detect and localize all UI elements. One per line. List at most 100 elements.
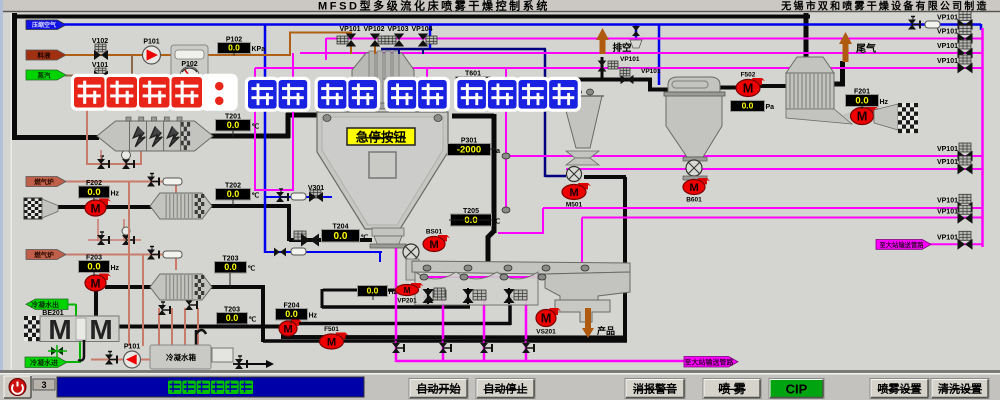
svg-text:M: M bbox=[91, 201, 101, 215]
svg-text:℃: ℃ bbox=[248, 265, 256, 273]
svg-text:燃气炉: 燃气炉 bbox=[34, 177, 54, 186]
svg-text:MFSD型多级流化床喷雾干燥控制系统: MFSD型多级流化床喷雾干燥控制系统 bbox=[318, 0, 550, 13]
svg-text:尾气: 尾气 bbox=[856, 42, 876, 55]
svg-text:M: M bbox=[429, 239, 438, 251]
svg-text:VP101: VP101 bbox=[937, 15, 958, 22]
svg-text:0.0: 0.0 bbox=[285, 309, 298, 319]
svg-text:0.0: 0.0 bbox=[87, 187, 100, 198]
svg-text:急停按钮: 急停按钮 bbox=[356, 130, 407, 145]
svg-text:T203: T203 bbox=[223, 256, 239, 263]
svg-text:Hz: Hz bbox=[111, 191, 120, 198]
svg-text:VP101: VP101 bbox=[937, 234, 958, 241]
svg-text:0.0: 0.0 bbox=[87, 262, 100, 273]
svg-text:0.0: 0.0 bbox=[855, 96, 868, 107]
svg-text:0.0: 0.0 bbox=[742, 101, 754, 111]
svg-text:至大站输送管路: 至大站输送管路 bbox=[879, 240, 924, 249]
svg-text:无锡市双和喷雾干燥设备有限公司制造: 无锡市双和喷雾干燥设备有限公司制造 bbox=[780, 0, 988, 13]
svg-text:℃: ℃ bbox=[493, 218, 501, 226]
svg-text:T202: T202 bbox=[225, 183, 241, 190]
svg-text:B601: B601 bbox=[686, 197, 702, 204]
svg-text:0.0: 0.0 bbox=[367, 286, 379, 296]
svg-text:产品: 产品 bbox=[597, 325, 615, 336]
svg-text:自动停止: 自动停止 bbox=[484, 382, 528, 396]
svg-text:冷凝水箱: 冷凝水箱 bbox=[166, 352, 196, 362]
svg-text:0.0: 0.0 bbox=[224, 262, 237, 272]
svg-text:0.0: 0.0 bbox=[227, 120, 240, 130]
svg-text:VP101: VP101 bbox=[339, 26, 360, 33]
svg-text:M: M bbox=[569, 187, 578, 199]
svg-text:料液: 料液 bbox=[38, 51, 52, 60]
svg-text:V301: V301 bbox=[308, 185, 324, 192]
svg-text:M: M bbox=[91, 276, 101, 290]
svg-text:冷凝水出: 冷凝水出 bbox=[31, 300, 59, 309]
svg-text:T601: T601 bbox=[465, 71, 481, 78]
svg-text:燃气炉: 燃气炉 bbox=[34, 250, 54, 259]
svg-text:压缩空气: 压缩空气 bbox=[32, 21, 56, 29]
svg-text:VP101: VP101 bbox=[937, 208, 958, 215]
svg-text:Hz: Hz bbox=[309, 313, 318, 320]
svg-text:VP102: VP102 bbox=[363, 26, 384, 33]
svg-text:P301: P301 bbox=[461, 138, 477, 145]
svg-text:M501: M501 bbox=[566, 202, 583, 209]
svg-text:VP101: VP101 bbox=[937, 146, 958, 153]
svg-text:P102: P102 bbox=[181, 61, 197, 68]
svg-text:至大站输送管路: 至大站输送管路 bbox=[685, 358, 735, 367]
svg-text:VP101: VP101 bbox=[937, 58, 958, 65]
svg-text:VP101: VP101 bbox=[937, 159, 958, 166]
svg-text:V101: V101 bbox=[92, 62, 108, 69]
svg-text:CIP: CIP bbox=[786, 381, 808, 396]
svg-text:M: M bbox=[404, 286, 411, 295]
svg-text:0.0: 0.0 bbox=[334, 231, 348, 242]
svg-text:3: 3 bbox=[41, 380, 46, 390]
svg-text:VP201: VP201 bbox=[397, 298, 417, 305]
svg-text:0.0: 0.0 bbox=[228, 43, 240, 53]
svg-text:VP101: VP101 bbox=[937, 43, 958, 50]
svg-text:Hz: Hz bbox=[389, 289, 398, 296]
svg-text:0.0: 0.0 bbox=[226, 313, 239, 323]
svg-text:VP101: VP101 bbox=[937, 29, 958, 36]
svg-text:P102: P102 bbox=[226, 37, 242, 44]
svg-text:排空: 排空 bbox=[612, 42, 632, 54]
svg-text:M: M bbox=[743, 81, 754, 96]
svg-text:自动开始: 自动开始 bbox=[417, 382, 461, 396]
svg-text:蒸汽: 蒸汽 bbox=[38, 71, 52, 80]
svg-text:F501: F501 bbox=[324, 326, 339, 333]
svg-text:VP101: VP101 bbox=[641, 68, 661, 75]
svg-text:Pa: Pa bbox=[492, 148, 501, 155]
svg-text:M: M bbox=[689, 182, 698, 194]
svg-text:VP103: VP103 bbox=[387, 26, 408, 33]
svg-text:-2000: -2000 bbox=[457, 145, 481, 156]
svg-text:℃: ℃ bbox=[252, 123, 260, 131]
svg-text:Pa: Pa bbox=[766, 104, 775, 111]
svg-text:℃: ℃ bbox=[361, 234, 369, 242]
svg-text:M: M bbox=[541, 311, 552, 326]
svg-text:F502: F502 bbox=[741, 72, 756, 79]
svg-text:T203: T203 bbox=[224, 307, 240, 314]
svg-text:P101: P101 bbox=[124, 344, 140, 351]
svg-text:V102: V102 bbox=[92, 38, 108, 45]
svg-text:F202: F202 bbox=[86, 180, 102, 187]
svg-text:T204: T204 bbox=[333, 224, 349, 231]
svg-text:KPa: KPa bbox=[252, 46, 266, 53]
svg-text:消报警音: 消报警音 bbox=[633, 382, 677, 396]
svg-text:Hz: Hz bbox=[111, 265, 120, 272]
svg-text:VP101: VP101 bbox=[937, 197, 958, 204]
svg-text:P101: P101 bbox=[143, 39, 159, 46]
svg-text:℃: ℃ bbox=[252, 192, 260, 200]
svg-text:M: M bbox=[48, 314, 71, 345]
svg-text:BE201: BE201 bbox=[42, 310, 64, 317]
svg-text:℃: ℃ bbox=[249, 316, 257, 324]
svg-text:冷凝水进: 冷凝水进 bbox=[30, 358, 58, 367]
svg-text:F204: F204 bbox=[284, 303, 300, 310]
svg-text:VP101: VP101 bbox=[620, 56, 640, 63]
svg-text:T201: T201 bbox=[225, 114, 241, 121]
svg-text:M: M bbox=[857, 109, 868, 124]
svg-text:M: M bbox=[89, 314, 112, 345]
svg-text:Hz: Hz bbox=[880, 99, 889, 106]
svg-text:喷 雾: 喷 雾 bbox=[718, 381, 746, 396]
svg-text:清洗设置: 清洗设置 bbox=[938, 382, 982, 396]
svg-text:T205: T205 bbox=[463, 208, 479, 215]
svg-text:BS01: BS01 bbox=[426, 229, 443, 236]
svg-text:F203: F203 bbox=[86, 255, 102, 262]
svg-text:0.0: 0.0 bbox=[227, 189, 240, 199]
